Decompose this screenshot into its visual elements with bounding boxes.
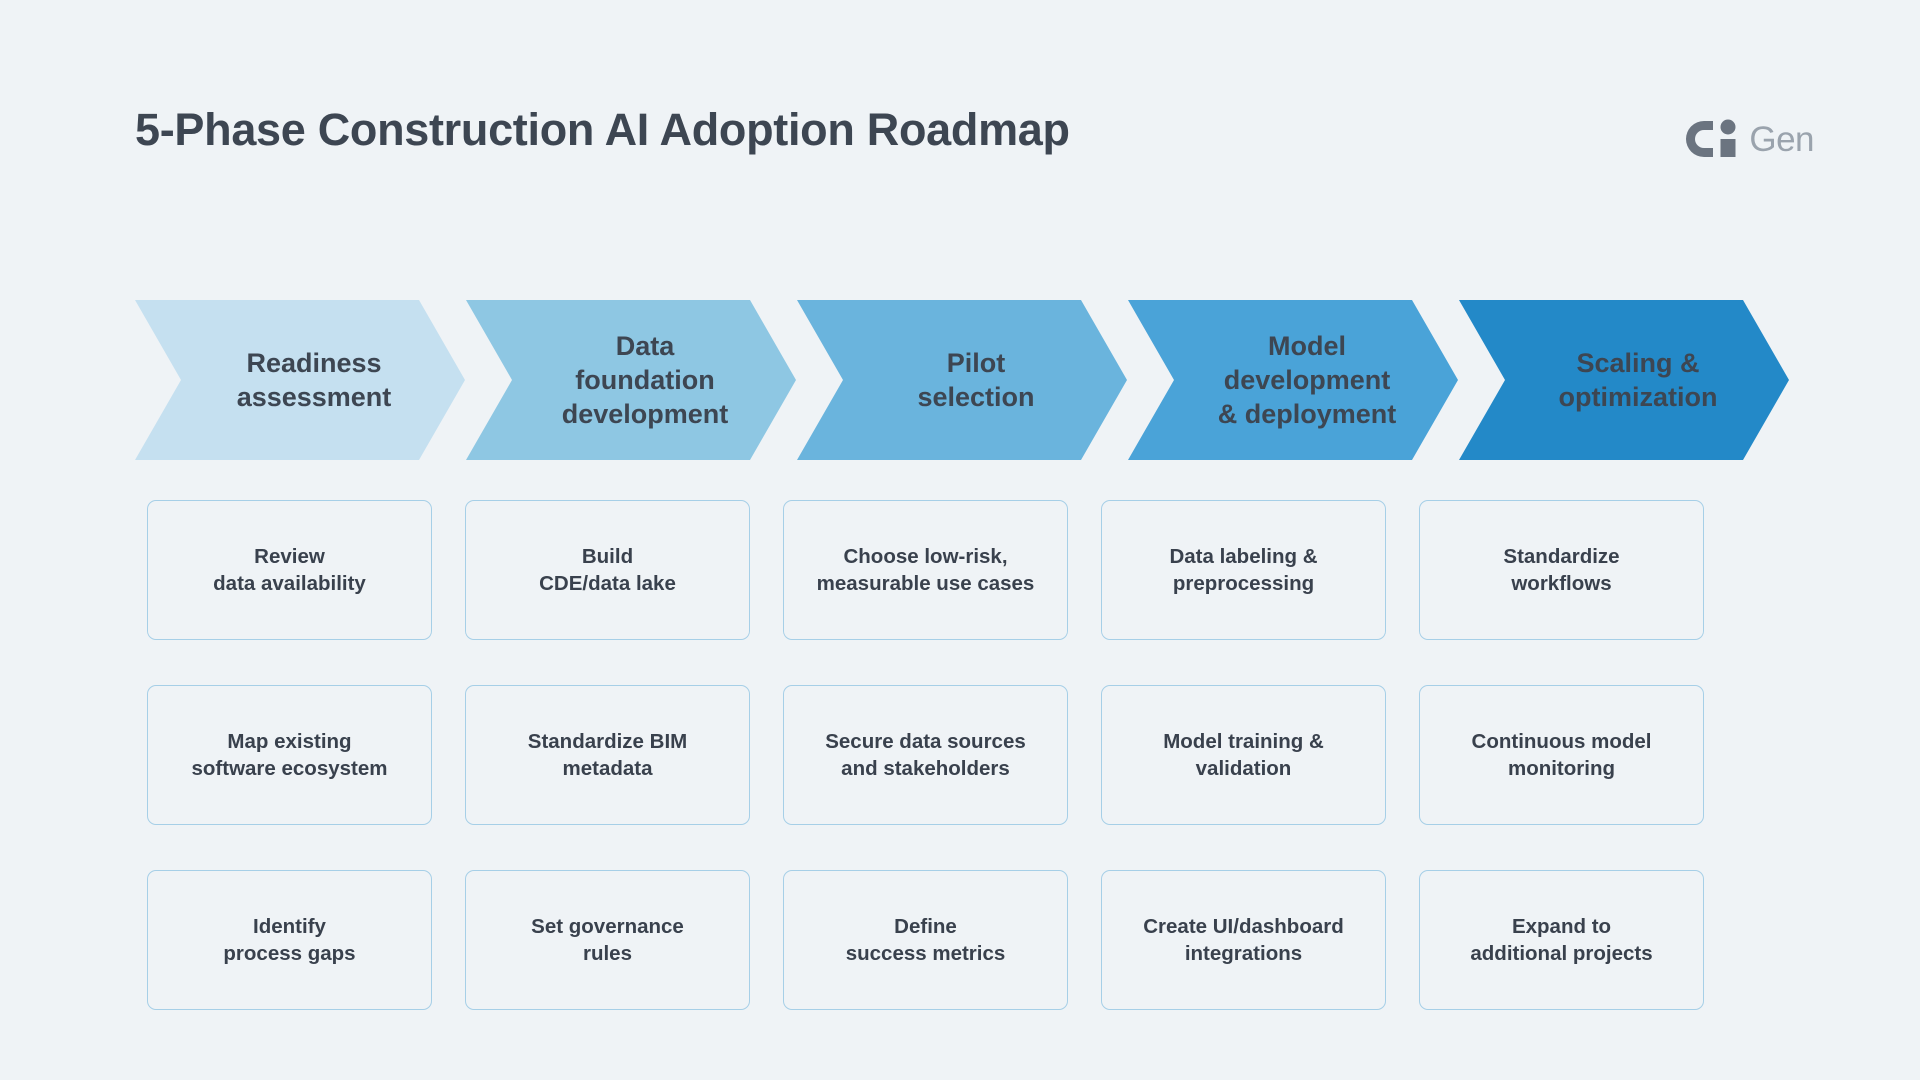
chevron-shape [797, 300, 1127, 460]
task-card[interactable]: Choose low-risk, measurable use cases [783, 500, 1068, 640]
task-card[interactable]: Map existing software ecosystem [147, 685, 432, 825]
chevron-shape [1128, 300, 1458, 460]
phase-label: Scaling & optimization [1558, 347, 1718, 412]
chevron-shape [135, 300, 465, 460]
task-card[interactable]: Define success metrics [783, 870, 1068, 1010]
logo-wordmark: Gen [1749, 119, 1814, 159]
task-card[interactable]: Standardize BIM metadata [465, 685, 750, 825]
task-card[interactable]: Build CDE/data lake [465, 500, 750, 640]
chevron-shape [1459, 300, 1789, 460]
phase-chevron-1[interactable]: Readiness assessment [135, 300, 465, 460]
task-card[interactable]: Standardize workflows [1419, 500, 1704, 640]
phase-chevron-3[interactable]: Pilot selection [797, 300, 1127, 460]
phase-label: Readiness assessment [236, 347, 392, 412]
task-card[interactable]: Continuous model monitoring [1419, 685, 1704, 825]
task-card[interactable]: Create UI/dashboard integrations [1101, 870, 1386, 1010]
task-card[interactable]: Set governance rules [465, 870, 750, 1010]
task-card[interactable]: Secure data sources and stakeholders [783, 685, 1068, 825]
page-title: 5-Phase Construction AI Adoption Roadmap [135, 104, 1070, 155]
task-card[interactable]: Identify process gaps [147, 870, 432, 1010]
phase-label: Pilot selection [917, 347, 1035, 412]
chevron-shape [466, 300, 796, 460]
brand-logo: Gen [1683, 116, 1814, 162]
task-card[interactable]: Model training & validation [1101, 685, 1386, 825]
phase-label: Data foundation development [561, 330, 729, 430]
header: 5-Phase Construction AI Adoption Roadmap… [0, 0, 1920, 230]
phase-chevron-5[interactable]: Scaling & optimization [1459, 300, 1789, 460]
task-card[interactable]: Data labeling & preprocessing [1101, 500, 1386, 640]
cigen-logo-icon [1686, 119, 1736, 157]
task-card[interactable]: Review data availability [147, 500, 432, 640]
phase-chevron-4[interactable]: Model development & deployment [1128, 300, 1458, 460]
phase-chevron-2[interactable]: Data foundation development [466, 300, 796, 460]
phase-label: Model development & deployment [1217, 330, 1397, 430]
phase-chevron-row: Readiness assessment Data foundation deve… [135, 300, 1795, 460]
task-card[interactable]: Expand to additional projects [1419, 870, 1704, 1010]
